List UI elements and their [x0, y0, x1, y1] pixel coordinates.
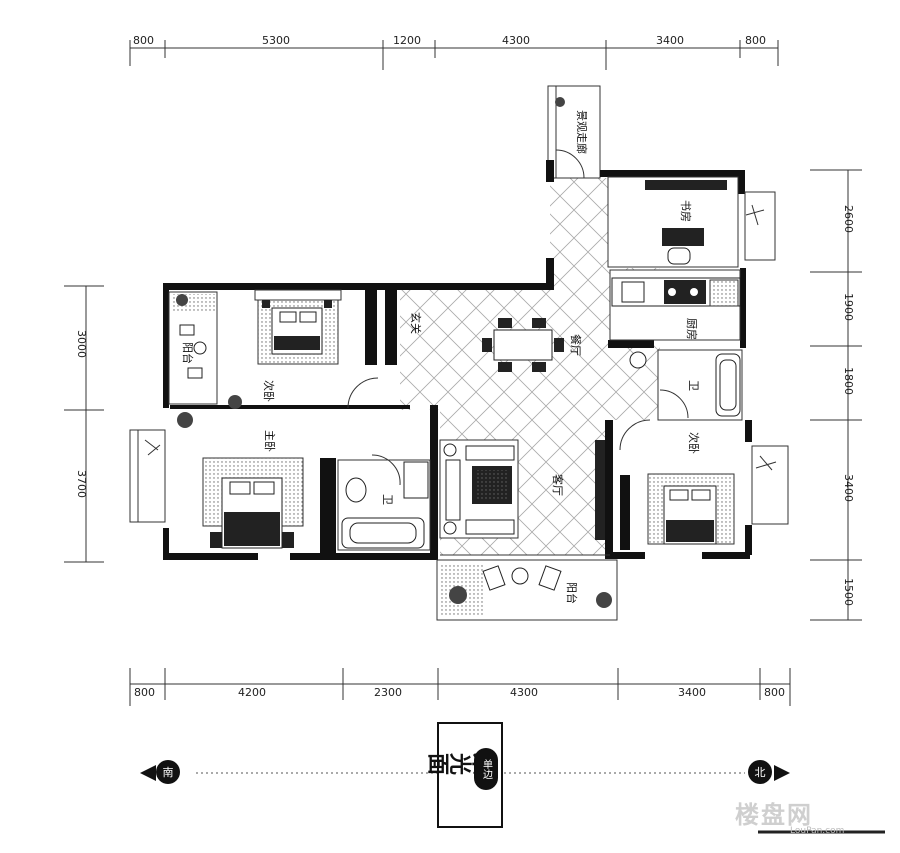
balcony-bottom: 阳台 — [436, 559, 618, 621]
dim-bottom-6: 800 — [764, 686, 785, 699]
label-entrance: 玄关 — [409, 312, 423, 334]
dim-bottom-3: 2300 — [374, 686, 402, 699]
dimension-right: 2600 1900 1800 3400 1500 — [810, 169, 862, 621]
dim-right-4: 3400 — [842, 474, 855, 502]
label-master-bedroom: 主卧 — [263, 430, 276, 452]
label-bedroom-left: 次卧 — [262, 380, 276, 402]
label-kitchen: 厨房 — [685, 318, 698, 340]
dim-top-6: 800 — [745, 34, 766, 47]
dim-top-1: 800 — [133, 34, 154, 47]
label-bedroom-right: 次卧 — [687, 432, 701, 454]
watermark-brand: 楼盘网 — [735, 801, 813, 829]
dim-right-3: 1800 — [842, 367, 855, 395]
dim-right-5: 1500 — [842, 578, 855, 606]
corridor — [547, 85, 601, 179]
dining-area: 玄关 餐厅 — [409, 312, 583, 372]
dim-top-4: 4300 — [502, 34, 530, 47]
single-side-badge: 单边 — [474, 748, 498, 790]
dim-top-3: 1200 — [393, 34, 421, 47]
dimension-top: 800 5300 1200 4300 3400 800 — [129, 34, 779, 70]
label-balcony-left: 阳台 — [181, 342, 195, 364]
north-marker: 北 — [748, 760, 772, 784]
dim-top-2: 5300 — [262, 34, 290, 47]
dim-left-2: 3700 — [75, 470, 88, 498]
bedroom-left: 次卧 — [254, 289, 379, 409]
dim-bottom-1: 800 — [134, 686, 155, 699]
plant-corridor — [555, 97, 565, 107]
orientation-line — [140, 765, 885, 834]
label-dining: 餐厅 — [569, 334, 583, 356]
label-living: 客厅 — [551, 474, 565, 496]
dimension-bottom: 800 4200 2300 4300 3400 800 — [129, 668, 791, 706]
balcony-left: 阳台 — [168, 291, 242, 409]
bedroom-right: 次卧 — [619, 419, 789, 545]
master-bedroom: 主卧 — [129, 412, 304, 549]
dimension-left: 3000 3700 — [64, 285, 104, 563]
label-bath-left: 卫 — [381, 494, 394, 505]
dim-bottom-5: 3400 — [678, 686, 706, 699]
label-study: 书房 — [679, 200, 692, 222]
label-corridor: 景观走廊 — [575, 110, 589, 154]
bath-right: 卫 — [629, 349, 743, 421]
study: 书房 — [607, 176, 776, 268]
dim-top-5: 3400 — [656, 34, 684, 47]
dim-left-1: 3000 — [75, 330, 88, 358]
kitchen: 厨房 — [609, 269, 741, 341]
dim-right-1: 2600 — [842, 205, 855, 233]
dim-right-2: 1900 — [842, 293, 855, 321]
dim-bottom-4: 4300 — [510, 686, 538, 699]
label-bath-right: 卫 — [687, 380, 700, 391]
watermark-url: LouPan.com — [790, 826, 845, 836]
dim-bottom-2: 4200 — [238, 686, 266, 699]
south-marker: 南 — [156, 760, 180, 784]
label-balcony-bottom: 阳台 — [565, 582, 579, 604]
bath-left: 卫 — [337, 454, 431, 551]
living-room: 客厅 — [439, 439, 610, 556]
